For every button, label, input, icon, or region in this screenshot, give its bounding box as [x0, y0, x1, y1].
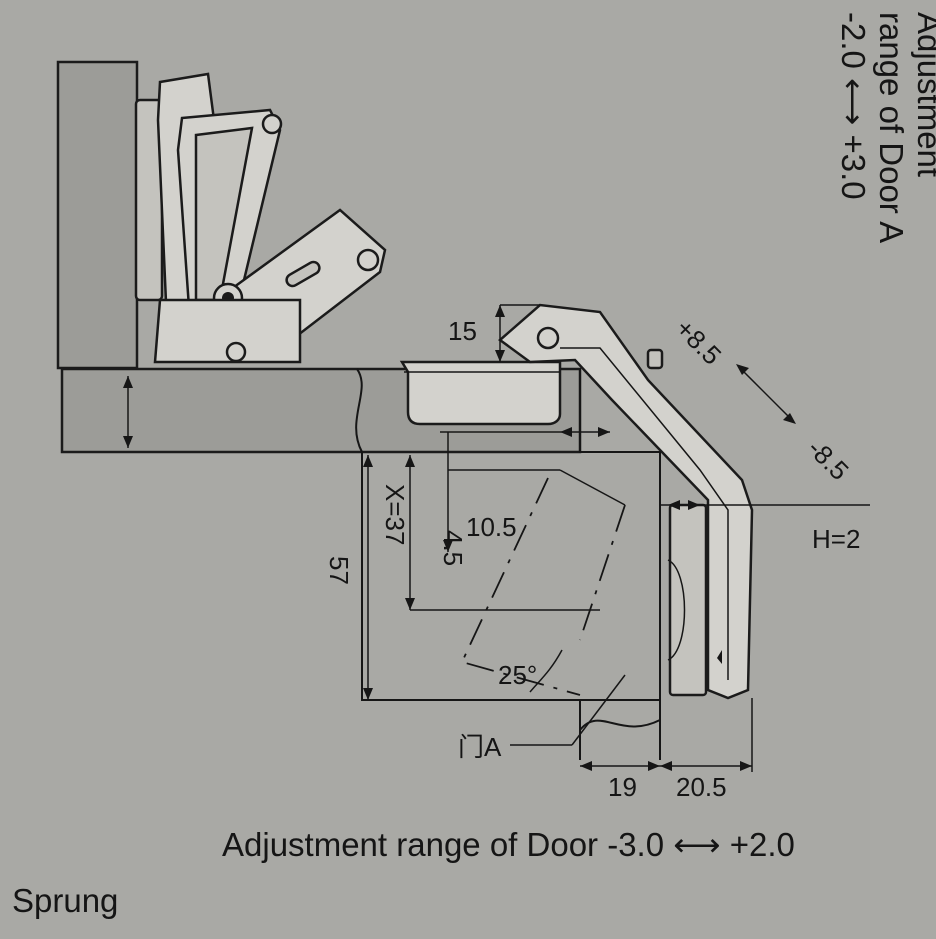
dim-height [363, 455, 373, 700]
dim-bottom-widths [580, 698, 753, 772]
dim-cup-depth [495, 304, 540, 362]
hinge-open-position [134, 72, 387, 364]
door-thickness-arrow [123, 376, 133, 448]
side-title-line-3: -2.0 ⟷ +3.0 [835, 12, 872, 200]
side-title: Adjustment range of Door A -2.0 ⟷ +3.0 [835, 12, 936, 243]
door-a-pointer [510, 674, 626, 746]
cabinet-outline [361, 369, 661, 701]
overlay-plus-label: +8.5 [670, 313, 728, 371]
dim-h [660, 500, 870, 510]
k-label: 4.5 [438, 530, 468, 566]
dim-x [405, 455, 600, 611]
width-a-label: 19 [608, 772, 637, 802]
angle-arc [529, 649, 563, 693]
door-a-profile [579, 700, 661, 760]
mode-label: Sprung [12, 882, 118, 919]
door-swing-line-2 [579, 504, 626, 641]
door-a-label: 门A [458, 732, 502, 762]
angle-label: 25° [498, 660, 537, 690]
cup-depth-label: 15 [448, 316, 477, 346]
hinge-cup [399, 360, 562, 426]
side-title-line-2: range of Door A [873, 12, 910, 243]
door-swing-line-1 [460, 477, 581, 696]
width-b-label: 20.5 [676, 772, 727, 802]
h-label: H=2 [812, 524, 860, 554]
cabinet-side-panel [56, 60, 139, 370]
dim-overlay-adjust [736, 364, 796, 424]
x-label: X=37 [380, 484, 410, 545]
bottom-title: Adjustment range of Door -3.0 ⟷ +2.0 [222, 826, 795, 863]
b-label: 10.5 [466, 512, 517, 542]
door-break-line [355, 368, 363, 453]
overlay-minus-label: -8.5 [802, 433, 855, 486]
height-label: 57 [324, 556, 354, 585]
side-title-line-1: Adjustment [911, 12, 936, 177]
dim-k-distance [440, 427, 626, 552]
